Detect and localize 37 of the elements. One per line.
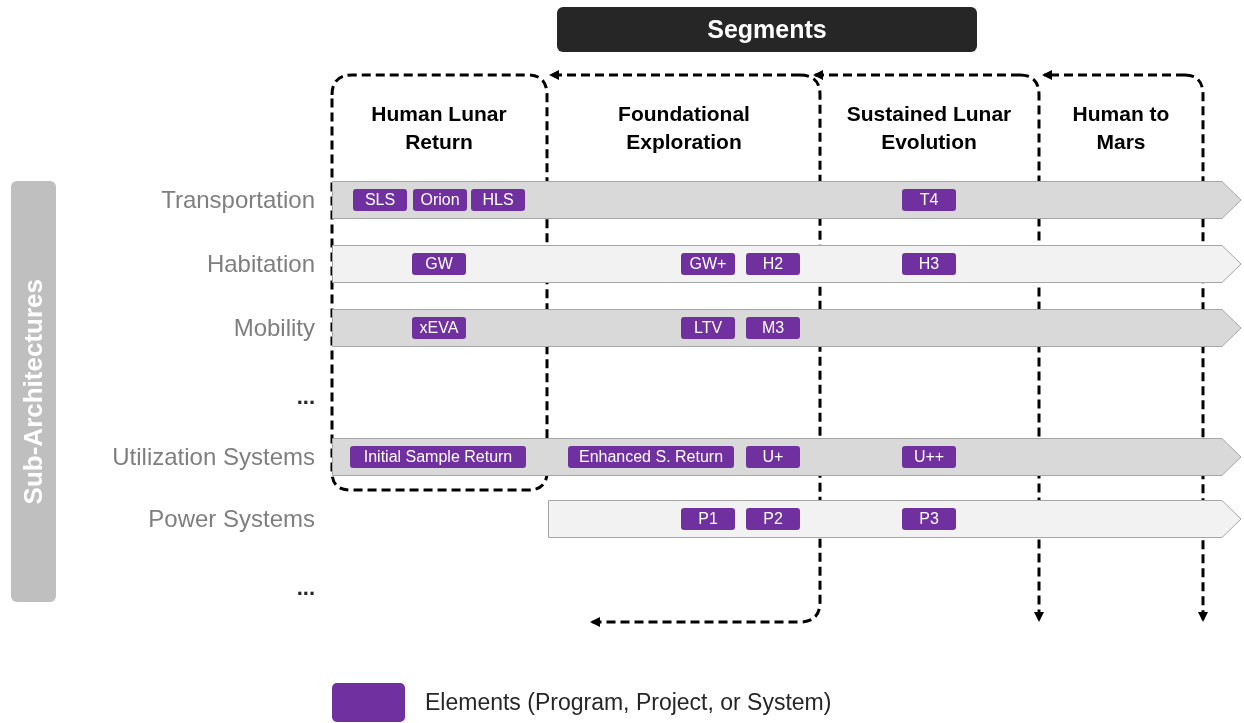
row-label: Mobility bbox=[233, 314, 315, 342]
ellipsis-text: ... bbox=[296, 575, 315, 601]
side-label-bar: Sub-Architectures bbox=[11, 181, 56, 602]
element-tag: Orion bbox=[413, 189, 467, 211]
element-tag: xEVA bbox=[412, 317, 466, 339]
timeline-arrow-band bbox=[332, 181, 1242, 219]
element-tag: T4 bbox=[902, 189, 956, 211]
row-label: Habitation bbox=[206, 250, 315, 278]
element-tag: Enhanced S. Return bbox=[568, 446, 734, 468]
segment-heading: Sustained Lunar Evolution bbox=[845, 101, 1013, 155]
element-tag: H3 bbox=[902, 253, 956, 275]
timeline-arrow-band bbox=[332, 438, 1242, 476]
element-tag: M3 bbox=[746, 317, 800, 339]
element-tag: LTV bbox=[681, 317, 735, 339]
element-tag: H2 bbox=[746, 253, 800, 275]
element-tag: P2 bbox=[746, 508, 800, 530]
legend-label: Elements (Program, Project, or System) bbox=[425, 689, 832, 716]
ellipsis-text: ... bbox=[296, 384, 315, 410]
segment-heading: Foundational Exploration bbox=[617, 101, 751, 155]
segment-heading: Human Lunar Return bbox=[370, 101, 508, 155]
row-label: Transportation bbox=[161, 186, 315, 214]
element-tag: SLS bbox=[353, 189, 407, 211]
element-tag: GW+ bbox=[681, 253, 735, 275]
element-tag: P1 bbox=[681, 508, 735, 530]
element-tag: U++ bbox=[902, 446, 956, 468]
segments-banner: Segments bbox=[557, 7, 977, 52]
element-tag: U+ bbox=[746, 446, 800, 468]
row-label: Utilization Systems bbox=[112, 443, 315, 471]
segment-heading: Human to Mars bbox=[1071, 101, 1171, 155]
element-tag: P3 bbox=[902, 508, 956, 530]
timeline-arrow-band bbox=[332, 309, 1242, 347]
row-label: Power Systems bbox=[148, 505, 315, 533]
element-tag: GW bbox=[412, 253, 466, 275]
timeline-arrow-band bbox=[332, 245, 1242, 283]
timeline-arrow-band bbox=[548, 500, 1242, 538]
element-tag: HLS bbox=[471, 189, 525, 211]
element-tag: Initial Sample Return bbox=[350, 446, 526, 468]
